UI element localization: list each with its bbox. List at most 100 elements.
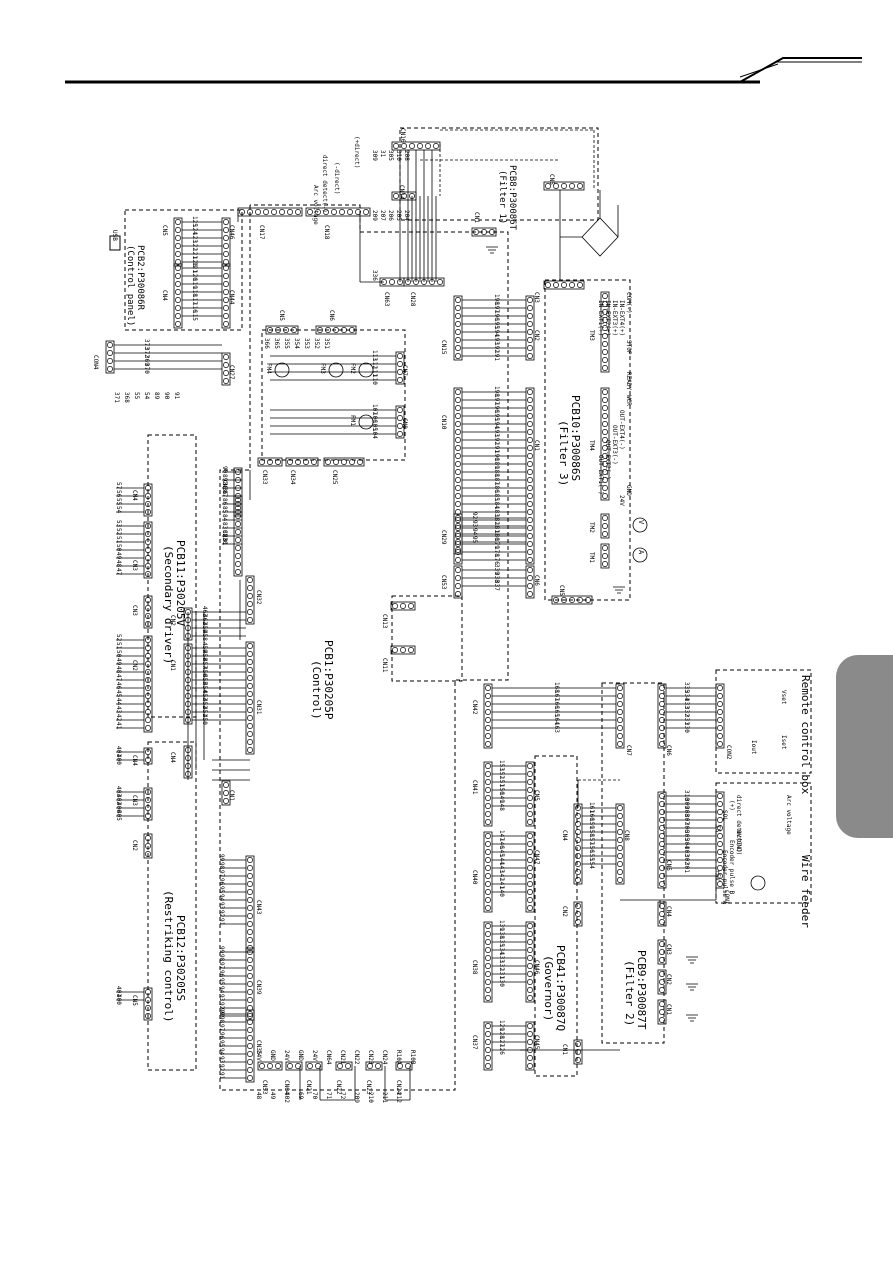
cn22-block xyxy=(335,1061,353,1071)
cn18-block xyxy=(305,207,371,217)
wire-cn35-6: 93 xyxy=(218,1056,225,1064)
tm1-block xyxy=(600,543,610,569)
wire-cn31b-9: 450 xyxy=(201,714,208,725)
wire-bottom-pin-8: CN23 xyxy=(367,1050,374,1065)
cn6-label: CN6 xyxy=(533,575,540,586)
cn1d-label: CN1 xyxy=(561,1044,568,1055)
tm2-label: TM2 xyxy=(588,522,595,533)
cn15-block xyxy=(453,295,463,361)
feeder-sol: SOL xyxy=(721,810,728,821)
remote-box-label: Remote control box xyxy=(799,675,812,795)
wire-pcb2b-6: 115 xyxy=(191,310,198,321)
wire-top-9: 204 xyxy=(403,210,410,221)
cn3e-label: CN3 xyxy=(533,292,540,303)
pcb12-cn2-block xyxy=(143,833,153,859)
cn2b-label: CN2 xyxy=(561,906,568,917)
wire-cn43-0: 99 xyxy=(218,854,225,862)
cn6-block xyxy=(525,565,535,599)
wire-cn30-9: 81 xyxy=(221,538,228,546)
cn10-block xyxy=(453,387,463,565)
wire-cn30-8: 82 xyxy=(221,530,228,538)
wire-cn27b-0: 371 xyxy=(113,392,120,403)
wire-bottom-pin-7: CN22 xyxy=(353,1050,360,1065)
wire-bottom-pin-0: 24V xyxy=(255,1050,262,1061)
wire-bottom-6: 72 xyxy=(339,1092,346,1100)
cn28-block xyxy=(403,277,445,287)
cn4c-block xyxy=(657,901,667,927)
pcb11-cn2b-block xyxy=(143,635,153,733)
wire-cn30-6: 84 xyxy=(221,514,228,522)
wire-cn43-8: 91 xyxy=(218,918,225,926)
wire-cn39-7: 130 xyxy=(498,976,505,987)
cn35-block xyxy=(245,1009,255,1083)
pcb41-box xyxy=(534,755,578,1077)
cn24-block xyxy=(395,1061,413,1071)
cn1-label: CN1 xyxy=(533,440,540,451)
cn7-label: CN7 xyxy=(625,745,632,756)
cn53b-block xyxy=(257,1061,283,1071)
wire-cn35-0: 99 xyxy=(218,1008,225,1016)
cn8b-label: CN8 xyxy=(623,830,630,841)
cn8b-block xyxy=(615,803,625,885)
pcb10-desc: (Filter 3) xyxy=(557,420,570,487)
wire-cn32a-1: 56 xyxy=(115,490,122,498)
pcb11-cn3-block xyxy=(143,521,153,579)
pcb1-name: PCB1:P30205P xyxy=(322,640,335,720)
cn38-label: CN38 xyxy=(471,960,478,975)
pcb12-cn1-label: CN1 xyxy=(228,790,235,801)
fan-symbols xyxy=(274,362,374,430)
pcb2-box xyxy=(124,209,243,331)
cn6b-label: CN6 xyxy=(665,745,672,756)
pcb12-cn5-label: CN5 xyxy=(131,995,138,1006)
pcb12-cn3-label: CN3 xyxy=(131,795,138,806)
wire-cn35-4: 95 xyxy=(218,1040,225,1048)
wire-cn32c-8: 44 xyxy=(115,698,122,706)
pcb11-cn1-block xyxy=(183,643,193,725)
remote-iout: Iout xyxy=(750,740,757,755)
wire-bottom-pin-1: GND xyxy=(269,1050,276,1061)
wire-bottom-pin-10: R10A xyxy=(395,1050,402,1065)
cn4c-label: CN4 xyxy=(665,906,672,917)
wire-cn39l-0: 99 xyxy=(218,946,225,954)
cn45-label: CN45 xyxy=(533,1035,540,1050)
terminal-out-24v: 24V xyxy=(618,495,625,506)
wire-cn32c-2: 50 xyxy=(115,650,122,658)
pcb12-cn5-block xyxy=(143,987,153,1021)
cn2b-block xyxy=(573,901,583,927)
cn43-label: CN43 xyxy=(255,900,262,915)
cn5d-label: CN5 xyxy=(278,310,285,321)
wire-cn32c-5: 47 xyxy=(115,674,122,682)
wire-cn30-5: 85 xyxy=(221,506,228,514)
cn33-block xyxy=(257,457,283,467)
cn46-label: CN46 xyxy=(228,225,235,240)
cn41-block xyxy=(483,761,493,827)
fm2-label: FM2 xyxy=(349,363,356,374)
fm1-symbol xyxy=(358,414,374,430)
terminal-ready: READY xyxy=(625,372,632,391)
cn21-block xyxy=(305,1061,323,1071)
cn1-block xyxy=(525,387,535,565)
cn14-label: CN14 xyxy=(398,185,405,200)
wire-pcb12b-3: 405 xyxy=(115,810,122,821)
tm3-block xyxy=(600,291,610,373)
wire-fan-1: 365 xyxy=(273,338,280,349)
cn5b-block xyxy=(525,761,535,827)
wire-fan-5: 352 xyxy=(313,338,320,349)
cn32-label: CN32 xyxy=(255,590,262,605)
terminal-out-gnd: GND xyxy=(625,485,632,496)
wire-bottom-1: 49 xyxy=(269,1092,276,1100)
cn8c-label: CN8 xyxy=(401,418,408,429)
cn3c-block xyxy=(657,939,667,965)
wire-bottom-0: 48 xyxy=(255,1092,262,1100)
wire-top-7: 206 xyxy=(387,210,394,221)
cn8c-block xyxy=(395,405,405,439)
wire-remote-5: 330 xyxy=(683,722,690,733)
wire-cn30-7: 83 xyxy=(221,522,228,530)
cn5f-label: CN5 xyxy=(558,585,565,596)
cn43-block xyxy=(245,855,255,953)
pcb2-cn5-label: CN5 xyxy=(161,225,168,236)
wire-cn32c-6: 46 xyxy=(115,682,122,690)
cn27-block xyxy=(221,352,231,386)
cn17-label: CN17 xyxy=(258,225,265,240)
